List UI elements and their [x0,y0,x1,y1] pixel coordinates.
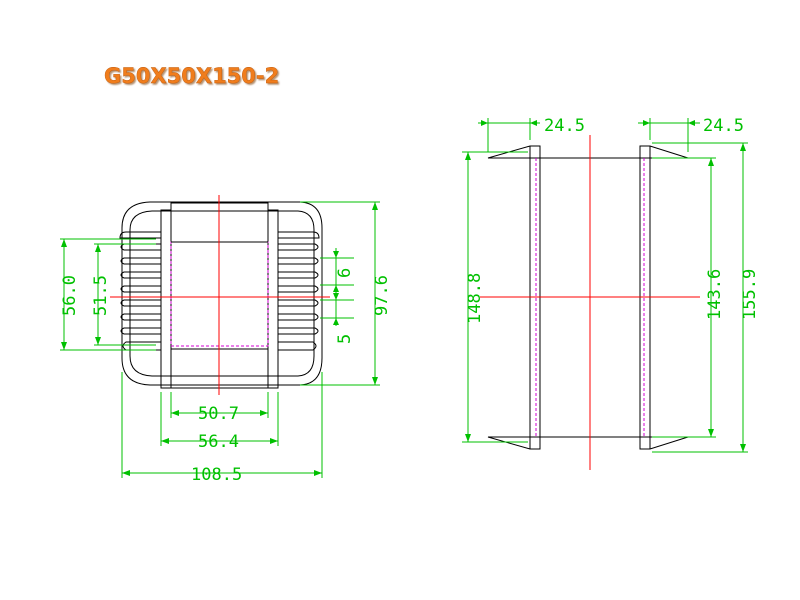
dim-overall-width: 108.5 [121,372,323,485]
dim-text-56-4: 56.4 [198,432,239,452]
right-fins [278,231,320,351]
front-window-hidden [170,241,269,347]
front-outer-outline [121,201,323,386]
bottom-left-flange [487,436,541,450]
dim-fin-gap: 5 [320,292,355,344]
dim-text-143-6: 143.6 [705,269,725,320]
dim-text-97-6: 97.6 [372,275,392,316]
dim-overall-length: 148.8 [462,151,528,443]
dim-text-51-5: 51.5 [91,275,111,316]
dim-right-flange: 24.5 [638,116,744,152]
side-view: 24.5 24.5 148.8 143.6 [462,116,760,470]
left-fins [119,231,161,351]
dim-text-5: 5 [335,334,355,344]
dim-inner-length: 143.6 [652,157,725,438]
dim-text-108-5: 108.5 [191,465,242,485]
right-post [267,209,279,389]
bottom-right-flange [639,436,689,450]
front-view: 50.7 56.4 108.5 56.0 [60,195,392,485]
dim-text-24-5-left: 24.5 [544,116,585,136]
dim-text-50-7: 50.7 [198,404,239,424]
dim-text-6: 6 [335,268,355,278]
dim-text-148-8: 148.8 [465,273,485,324]
front-inner-outline [129,210,315,377]
dim-fin-pitch: 6 [320,248,355,295]
dim-flange-width: 56.4 [160,392,279,452]
top-right-flange [639,145,689,159]
dim-text-155-9: 155.9 [740,269,760,320]
dim-total-length: 155.9 [652,142,760,453]
drawing-title: G50X50X150-2 [104,64,279,88]
dim-left-flange: 24.5 [478,116,585,152]
dim-left-inner: 51.5 [91,243,156,346]
dim-text-24-5-right: 24.5 [703,116,744,136]
dim-text-56-0: 56.0 [60,275,80,316]
left-post [160,209,172,389]
dim-window-width: 50.7 [170,392,269,424]
dim-left-outer: 56.0 [60,238,156,351]
dim-overall-height: 97.6 [300,201,392,386]
